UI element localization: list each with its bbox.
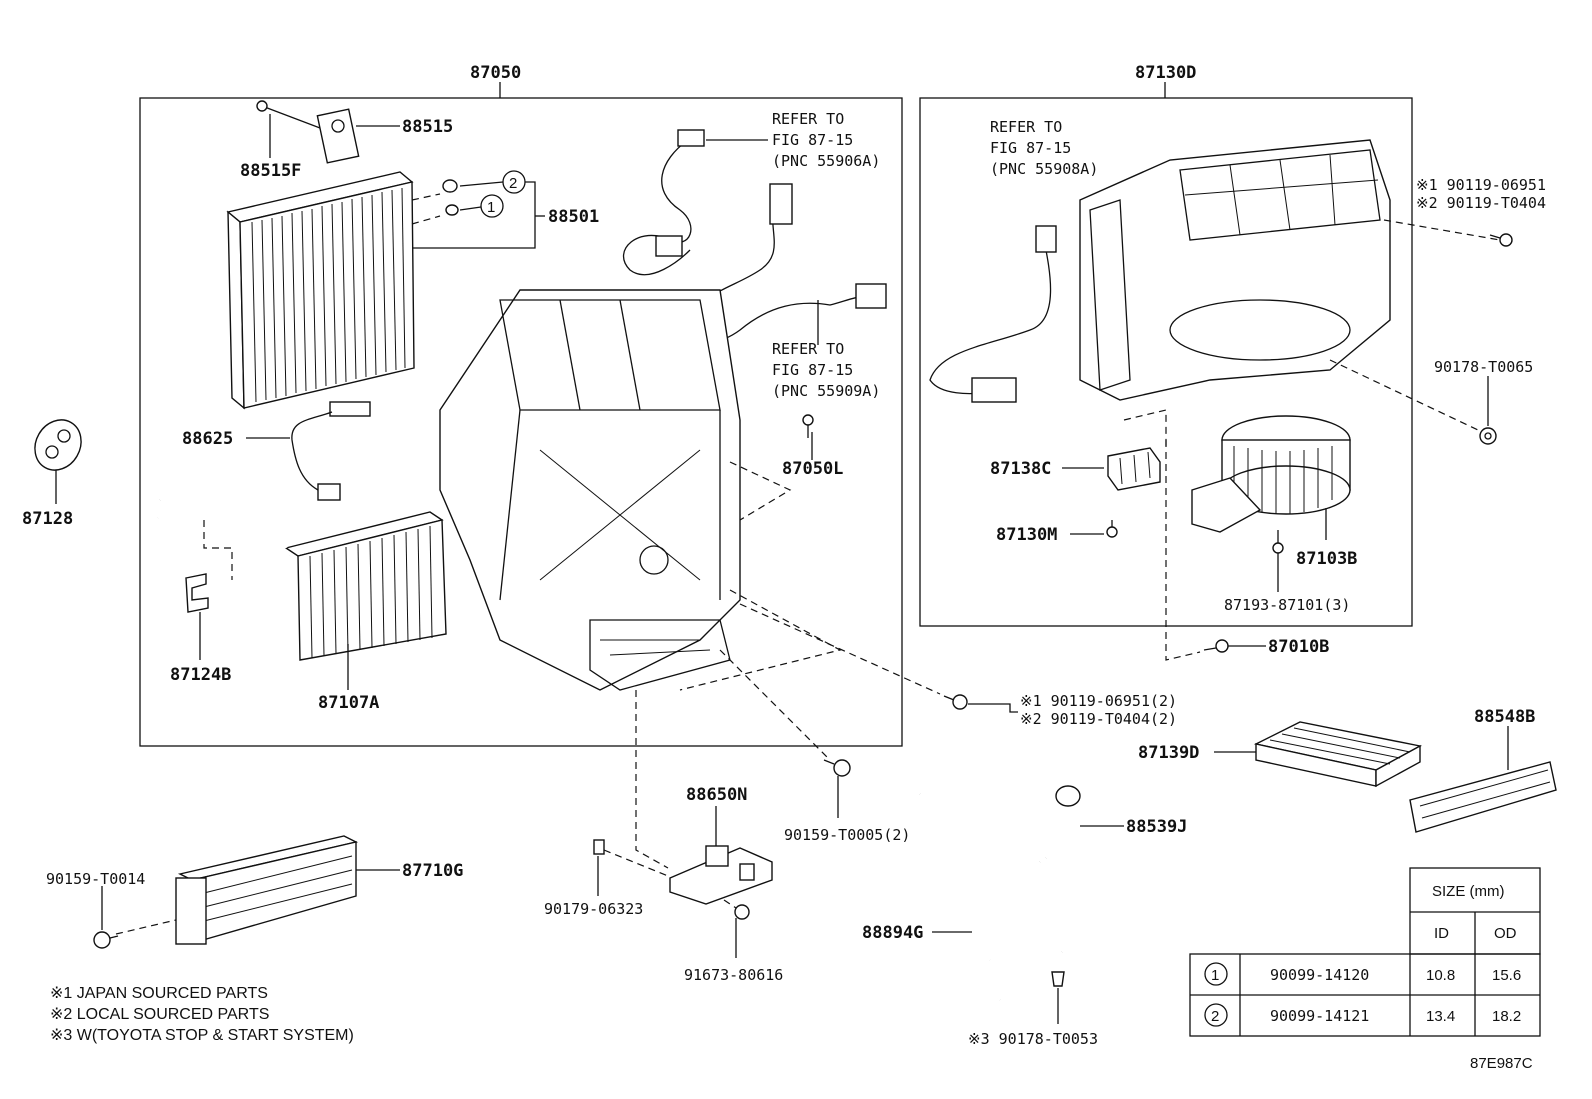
table-row-1-key: 1 [1211, 967, 1219, 984]
refer-1-line-3[interactable]: (PNC 55906A) [772, 152, 880, 170]
callout-1-circle [480, 194, 504, 218]
size-table-col-id: ID [1434, 925, 1449, 942]
heater-core-87710g-drawing [175, 835, 359, 945]
size-table-col-od: OD [1494, 925, 1517, 942]
table-row-1-od: 15.6 [1492, 967, 1521, 984]
part-87710g[interactable]: 87710G [402, 861, 463, 881]
note-1: ※1 JAPAN SOURCED PARTS [50, 985, 268, 1002]
assembly-label-87130d[interactable]: 87130D [1135, 63, 1196, 83]
nut-90178-t0053-drawing [1051, 971, 1065, 987]
note-2: ※2 LOCAL SOURCED PARTS [50, 1006, 269, 1023]
nut-90178-t0065-drawing [1479, 427, 1497, 445]
refer-3-line-1[interactable]: REFER TO [990, 118, 1062, 136]
part-87130m[interactable]: 87130M [996, 525, 1057, 545]
refer-2-line-1[interactable]: REFER TO [772, 340, 844, 358]
blower-case-drawing [1079, 139, 1391, 401]
bolt-90119-right-drawing [1489, 233, 1513, 247]
wire-harness-55906a-drawing [623, 129, 705, 276]
wire-harness-55909a-drawing [689, 183, 887, 344]
part-88625[interactable]: 88625 [182, 429, 233, 449]
part-88539j[interactable]: 88539J [1126, 817, 1187, 837]
part-90119-a1[interactable]: ※1 90119-06951 [1416, 176, 1546, 194]
part-88515[interactable]: 88515 [402, 117, 453, 137]
bolt-90119-lower-drawing [943, 694, 968, 710]
hose-88539j-drawing [918, 785, 1083, 860]
part-87193[interactable]: 87193-87101(3) [1224, 596, 1350, 614]
screw-87050l-drawing [802, 414, 814, 438]
bolt-90159-t0014-drawing [93, 931, 119, 949]
note-3: ※3 W(TOYOTA STOP & START SYSTEM) [50, 1027, 354, 1044]
part-91673[interactable]: 91673-80616 [684, 966, 783, 984]
refer-3-line-3[interactable]: (PNC 55908A) [990, 160, 1098, 178]
screw-87130m-drawing [1106, 520, 1118, 538]
size-table-header: SIZE (mm) [1432, 883, 1505, 900]
assembly-label-87050[interactable]: 87050 [470, 63, 521, 83]
refer-1-line-1[interactable]: REFER TO [772, 110, 844, 128]
table-row-2-part[interactable]: 90099-14121 [1270, 1007, 1369, 1025]
refer-2-line-2[interactable]: FIG 87-15 [772, 361, 853, 379]
o-ring-1 [445, 204, 459, 216]
table-row-2-key: 2 [1211, 1008, 1219, 1025]
bolt-90159-t0005-drawing [823, 759, 851, 777]
part-87139d[interactable]: 87139D [1138, 743, 1199, 763]
evaporator-drawing [226, 171, 415, 410]
callout-1-label: 1 [487, 199, 495, 216]
wire-harness-55908a-drawing [929, 225, 1057, 403]
table-row-2-key-circle [1204, 1003, 1228, 1027]
part-87124b[interactable]: 87124B [170, 665, 231, 685]
heater-unit-housing-drawing [439, 289, 741, 691]
part-88548b[interactable]: 88548B [1474, 707, 1535, 727]
o-ring-2 [442, 179, 458, 193]
part-90178-t0065[interactable]: 90178-T0065 [1434, 358, 1533, 376]
part-88515f[interactable]: 88515F [240, 161, 301, 181]
bracket-88650n-drawing [669, 845, 773, 905]
table-row-1-key-circle [1204, 962, 1228, 986]
part-88650n[interactable]: 88650N [686, 785, 747, 805]
heater-core-87107a-drawing [157, 468, 447, 661]
size-table: SIZE (mm) ID OD 1 90099-14120 10.8 15.6 … [1189, 867, 1541, 1037]
refer-2-line-3[interactable]: (PNC 55909A) [772, 382, 880, 400]
part-90119-b2[interactable]: ※2 90119-T0404(2) [1020, 710, 1177, 728]
part-88501[interactable]: 88501 [548, 207, 599, 227]
table-row-2-od: 18.2 [1492, 1008, 1521, 1025]
part-90178-t0053[interactable]: ※3 90178-T0053 [968, 1030, 1098, 1048]
clip-90179-drawing [593, 839, 605, 855]
grommet-87128-drawing [34, 419, 82, 471]
part-90119-b1[interactable]: ※1 90119-06951(2) [1020, 692, 1177, 710]
part-90119-a2[interactable]: ※2 90119-T0404 [1416, 194, 1546, 212]
part-90159-t0005[interactable]: 90159-T0005(2) [784, 826, 910, 844]
filter-cover-88548b-drawing [1409, 761, 1557, 833]
assembly-box-87050 [139, 97, 903, 747]
refer-1-line-2[interactable]: FIG 87-15 [772, 131, 853, 149]
sensor-88625-drawing [291, 401, 371, 501]
expansion-valve-drawing [256, 100, 360, 164]
part-87050l[interactable]: 87050L [782, 459, 843, 479]
table-row-1-id: 10.8 [1426, 967, 1455, 984]
part-90179[interactable]: 90179-06323 [544, 900, 643, 918]
part-87128[interactable]: 87128 [22, 509, 73, 529]
callout-2-label: 2 [509, 175, 517, 192]
blower-motor-87103b-drawing [1191, 415, 1351, 533]
part-87103b[interactable]: 87103B [1296, 549, 1357, 569]
figure-code: 87E987C [1470, 1055, 1533, 1072]
bolt-91673-drawing [734, 904, 750, 920]
resistor-87138c-drawing [1107, 447, 1161, 491]
refer-3-line-2[interactable]: FIG 87-15 [990, 139, 1071, 157]
part-88894g[interactable]: 88894G [862, 923, 923, 943]
part-87010b[interactable]: 87010B [1268, 637, 1329, 657]
bolt-87010b-drawing [1203, 639, 1229, 653]
hose-88894g-drawing [971, 861, 1063, 1001]
cabin-filter-87139d-drawing [1253, 721, 1423, 788]
screw-87193-drawing [1272, 530, 1284, 554]
part-87138c[interactable]: 87138C [990, 459, 1051, 479]
clamp-87124b-drawing [185, 573, 209, 613]
part-90159-t0014[interactable]: 90159-T0014 [46, 870, 145, 888]
table-row-2-id: 13.4 [1426, 1008, 1455, 1025]
table-row-1-part[interactable]: 90099-14120 [1270, 966, 1369, 984]
part-87107a[interactable]: 87107A [318, 693, 379, 713]
